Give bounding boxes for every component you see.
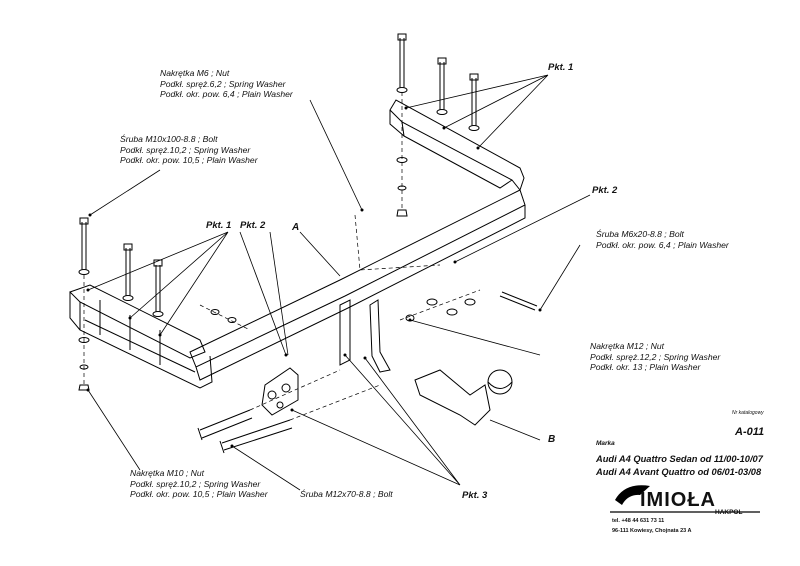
right-bracket: [389, 99, 525, 192]
left-bracket: [69, 284, 206, 359]
marka-label: Marka: [596, 440, 615, 447]
center-plate: [339, 299, 351, 366]
label-bolt-m10: Śruba M10x100-8.8 ; Bolt Podkł. spręż.10…: [120, 134, 258, 166]
label-line: Podkł. spręż.10,2 ; Spring Washer: [120, 144, 251, 155]
ball-neck: [414, 369, 491, 426]
tow-ball: [487, 369, 513, 395]
brand-name: IMIOŁA: [640, 489, 716, 511]
part-a-label: A: [292, 222, 300, 233]
part-b-label: B: [548, 434, 556, 445]
address-text: 96-111 Kowiesy, Chojnata 23 A: [612, 528, 692, 534]
crossbar: [189, 189, 526, 368]
label-line: Podkł. okr. pow. 10,5 ; Plain Washer: [130, 489, 268, 499]
label-line: Podkł. okr. pow. 10,5 ; Plain Washer: [120, 155, 258, 165]
model-line-1: Audi A4 Quattro Sedan od 11/00-10/07: [596, 454, 763, 464]
label-line: Podkł. okr. 13 ; Plain Washer: [590, 362, 701, 372]
label-bolt-m12: Śruba M12x70-8.8 ; Bolt: [300, 489, 393, 499]
label-nut-m10: Nakrętka M10 ; Nut Podkł. spręż.10,2 ; S…: [130, 468, 268, 500]
model-line-2: Audi A4 Avant Quattro od 06/01-03/08: [596, 467, 762, 477]
pkt1-left-label: Pkt. 1: [206, 220, 232, 231]
pkt2-right-label: Pkt. 2: [592, 185, 618, 196]
brand-logo-wing: [615, 485, 650, 505]
brand-subtitle: HAKPOL: [715, 509, 743, 516]
label-line: Nakrętka M12 ; Nut: [590, 341, 665, 351]
label-bolt-m6: Śruba M6x20-8.8 ; Bolt Podkł. okr. pow. …: [596, 229, 729, 250]
label-line: Podkł. okr. pow. 6,4 ; Plain Washer: [596, 239, 729, 250]
label-line: Śruba M6x20-8.8 ; Bolt: [596, 229, 684, 239]
label-line: Podkł. okr. pow. 6,4 ; Plain Washer: [160, 89, 293, 99]
pkt2-left-label: Pkt. 2: [240, 220, 266, 231]
label-nut-m12: Nakrętka M12 ; Nut Podkł. spręż.12,2 ; S…: [590, 341, 720, 373]
phone-text: tel. +48 44 631 73 11: [612, 518, 665, 524]
label-nut-m6: Nakrętka M6 ; Nut Podkł. spręż.6,2 ; Spr…: [160, 68, 293, 100]
label-line: Podkł. spręż.12,2 ; Spring Washer: [590, 351, 721, 362]
label-line: Nakrętka M10 ; Nut: [130, 468, 205, 478]
label-line: Podkł. spręż.10,2 ; Spring Washer: [130, 478, 261, 489]
side-plate: [261, 367, 299, 416]
label-line: Podkł. spręż.6,2 ; Spring Washer: [160, 78, 286, 89]
pkt1-top-label: Pkt. 1: [548, 62, 574, 73]
label-line: Nakrętka M6 ; Nut: [160, 68, 230, 78]
label-line: Śruba M10x100-8.8 ; Bolt: [120, 134, 218, 144]
pkt3-label: Pkt. 3: [462, 490, 488, 501]
catalog-number: A-011: [735, 426, 765, 438]
catalog-label: Nr katalogowy: [732, 410, 764, 416]
